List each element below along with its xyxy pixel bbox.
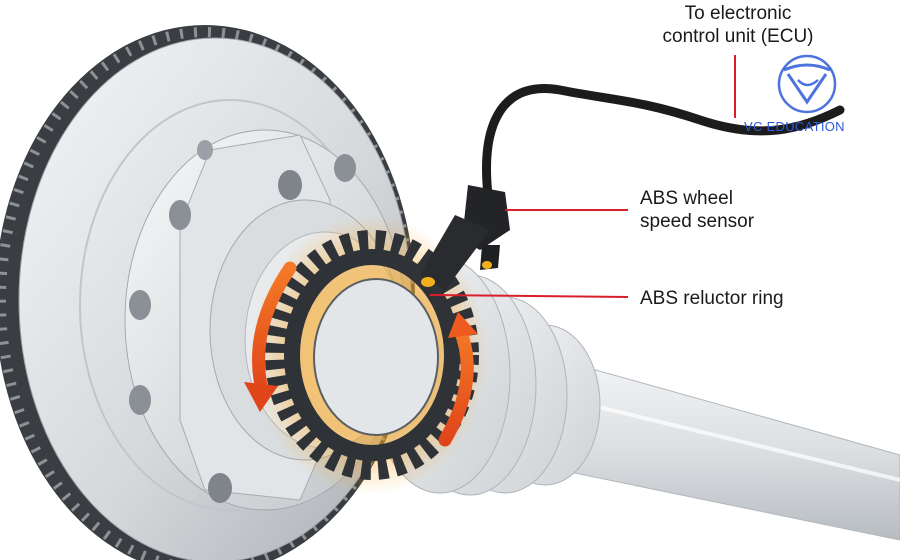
- rotation-arrow-right: [438, 312, 478, 447]
- callout-ecu-line1: To electronic: [684, 3, 792, 24]
- callout-ring: ABS reluctor ring: [640, 287, 784, 310]
- leader-lines: [429, 55, 736, 298]
- ecu-cable: [482, 84, 845, 200]
- callout-ecu-line2: control unit (ECU): [662, 26, 814, 47]
- wheel-speed-sensor: [420, 185, 510, 290]
- callout-sensor: ABS wheel speed sensor: [640, 187, 754, 233]
- leader-line-ring: [429, 294, 629, 298]
- wheel-bolt-holes: [129, 140, 356, 503]
- drive-shaft: [559, 359, 900, 541]
- callout-sensor-line2: speed sensor: [640, 211, 755, 232]
- watermark-brand-text: VC EDUCATION: [744, 119, 845, 134]
- rotation-arrow-left: [244, 261, 297, 412]
- callout-ring-line1: ABS reluctor ring: [640, 288, 784, 309]
- callout-sensor-line1: ABS wheel: [640, 188, 733, 209]
- callout-ecu: To electronic control unit (ECU): [640, 2, 836, 48]
- vc-education-logo-icon: [777, 54, 837, 114]
